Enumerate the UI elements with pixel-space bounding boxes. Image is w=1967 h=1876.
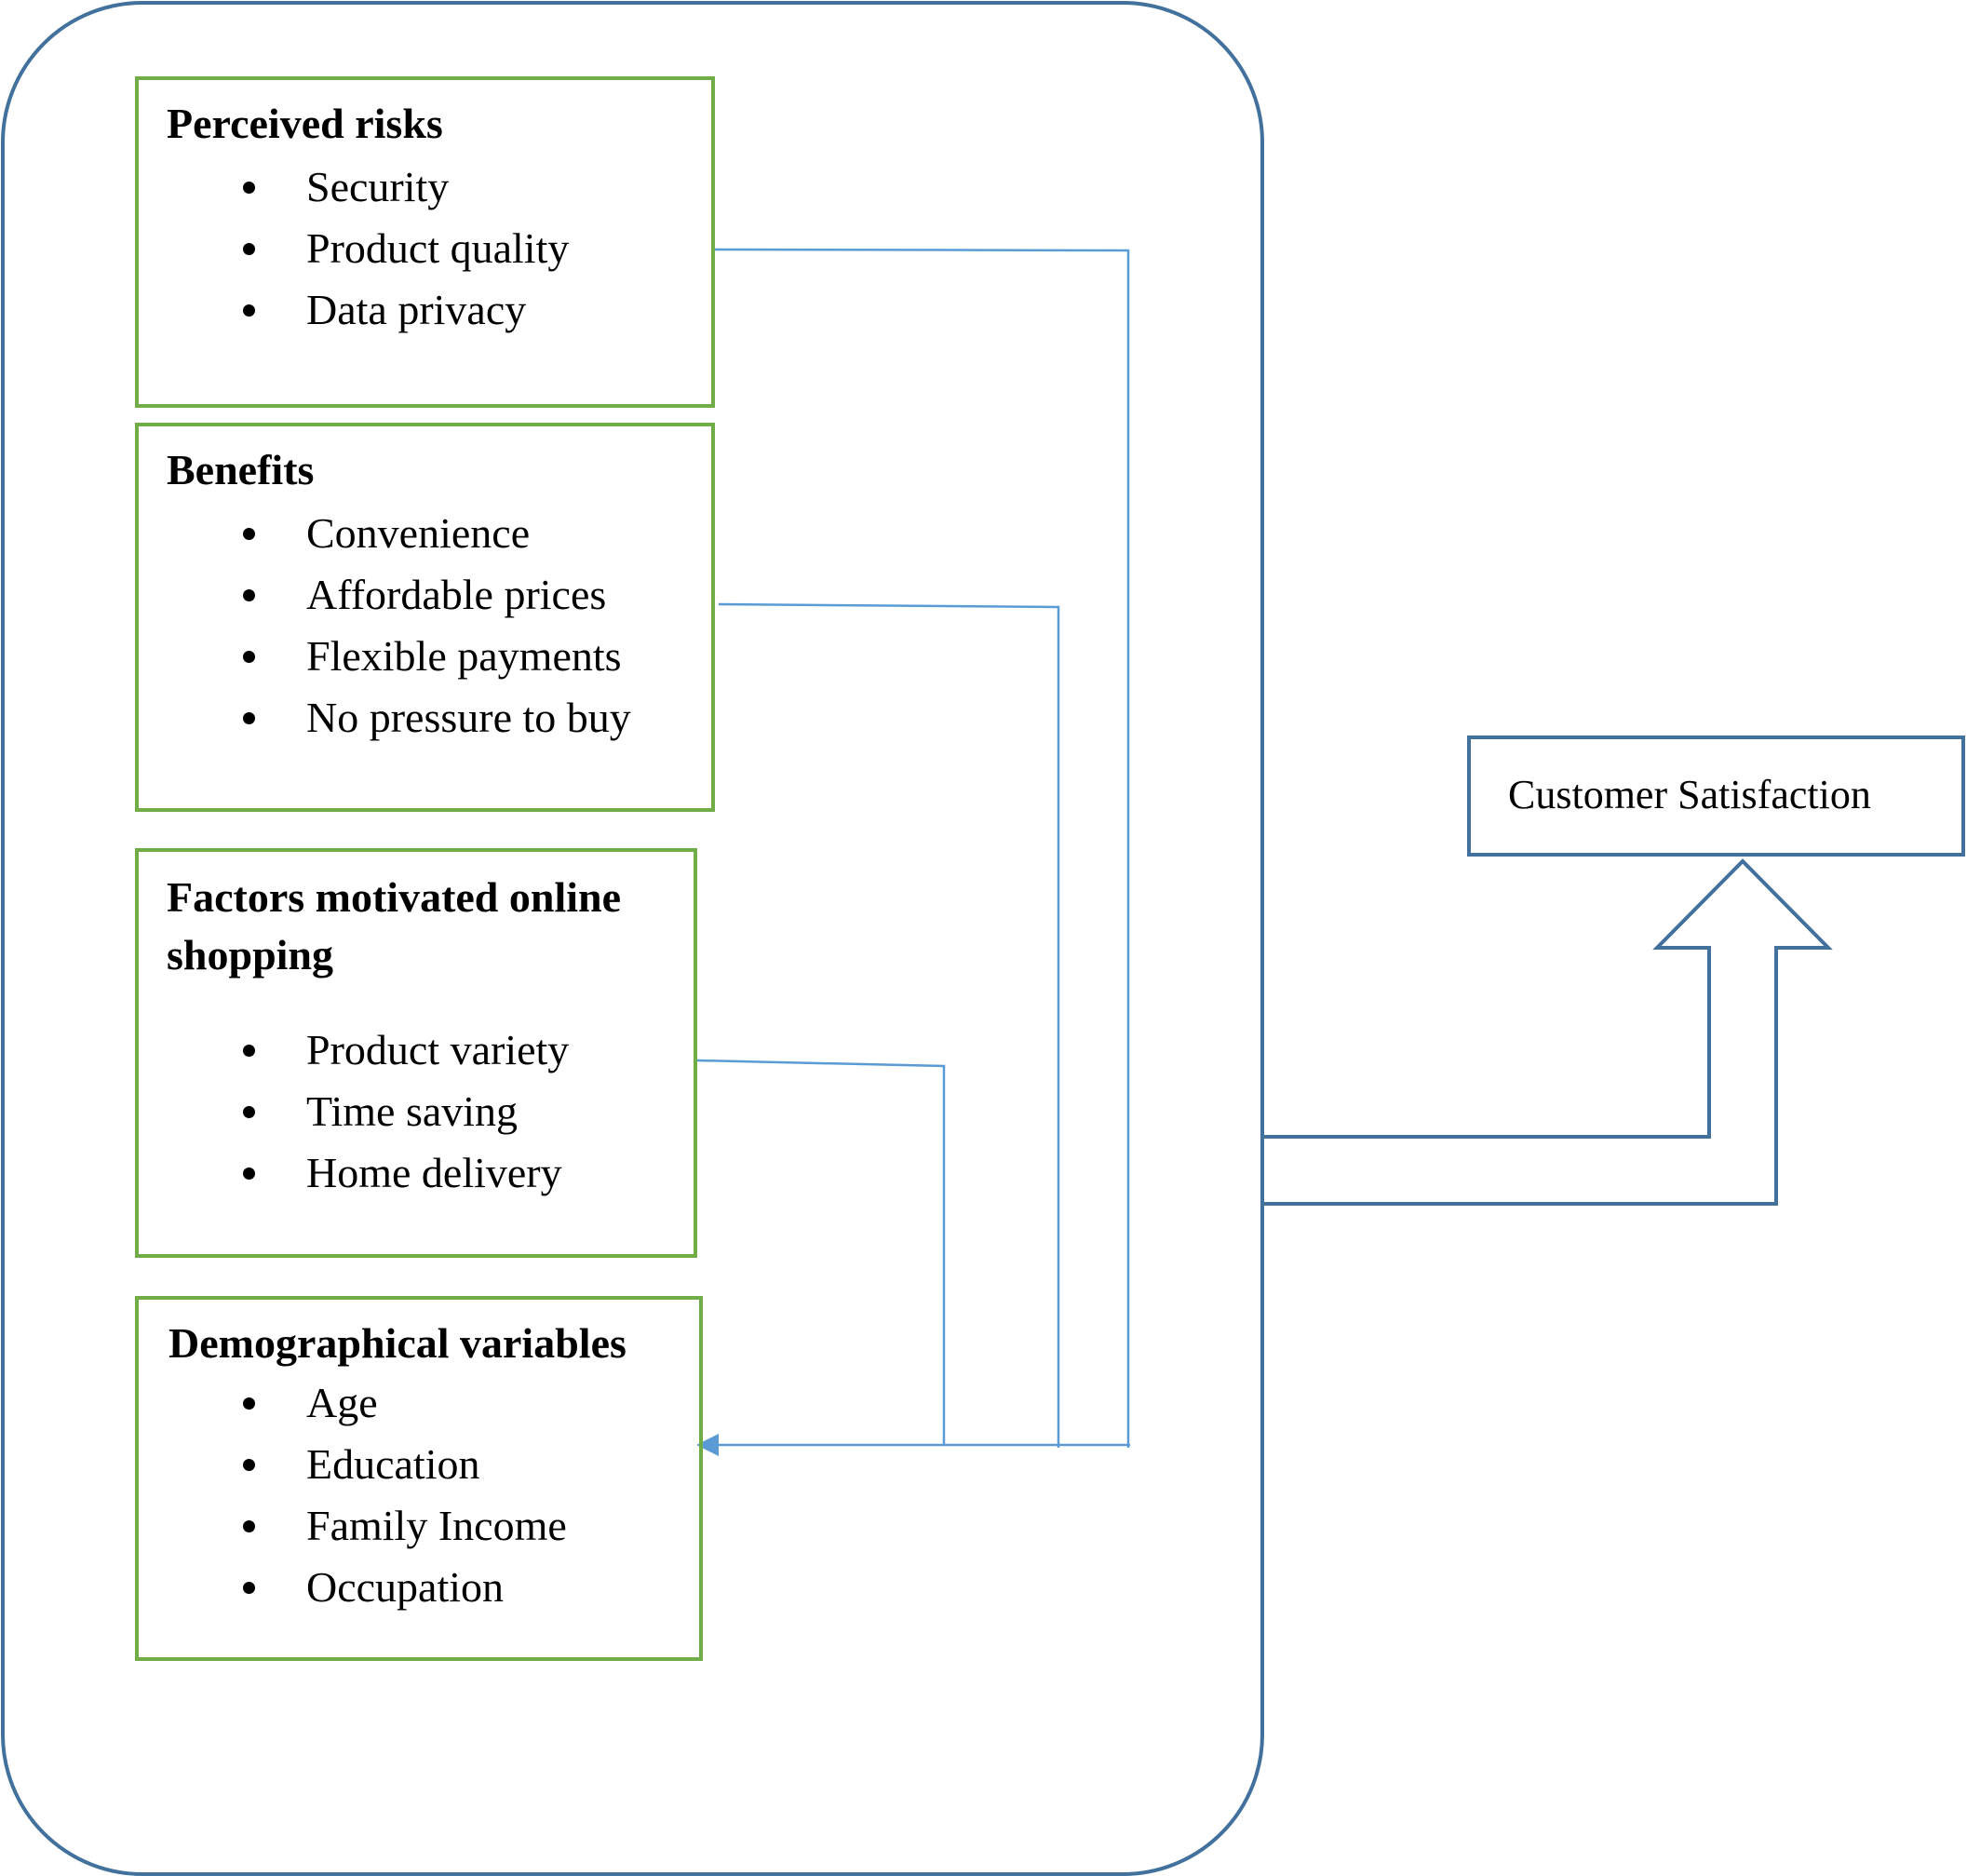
bullet-icon (243, 1106, 255, 1118)
demographical-variables-box: Demographical variables Age Education Fa… (135, 1296, 703, 1661)
demographical-variables-title: Demographical variables (168, 1319, 626, 1367)
list-item-label: Security (306, 163, 450, 210)
list-item-label: Affordable prices (306, 571, 607, 618)
connector-factors (696, 1059, 946, 1445)
list-item-label: Time saving (306, 1087, 519, 1135)
list-item-product-quality: Product quality (139, 218, 569, 279)
list-item-affordable-prices: Affordable prices (139, 564, 631, 626)
bullet-icon (243, 712, 255, 724)
bullet-icon (243, 304, 255, 317)
outer-container (1, 1, 1264, 1876)
benefits-list: Convenience Affordable prices Flexible p… (139, 503, 631, 749)
bullet-icon (243, 1167, 255, 1180)
big-arrow-to-customer-satisfaction (1260, 858, 1833, 1206)
connector-perceived-risks (714, 248, 1130, 1448)
bullet-icon (243, 1397, 255, 1410)
list-item-no-pressure: No pressure to buy (139, 687, 631, 749)
customer-satisfaction-label: Customer Satisfaction (1508, 772, 1871, 817)
arrowhead-to-demographics (696, 1434, 719, 1456)
bullet-icon (243, 1582, 255, 1594)
list-item-label: Flexible payments (306, 632, 622, 680)
bullet-icon (243, 1520, 255, 1532)
list-item-label: Product variety (306, 1026, 570, 1073)
list-item-label: Age (306, 1379, 378, 1426)
bullet-icon (243, 243, 255, 255)
bullet-icon (243, 1045, 255, 1057)
connector-benefits (718, 602, 1060, 1448)
list-item-label: Family Income (306, 1502, 567, 1549)
list-item-label: Occupation (306, 1563, 505, 1611)
list-item-label: Product quality (306, 224, 570, 272)
list-item-data-privacy: Data privacy (139, 279, 569, 341)
perceived-risks-title: Perceived risks (167, 100, 443, 147)
motivating-factors-box: Factors motivated online shopping Produc… (135, 848, 697, 1258)
bullet-icon (243, 528, 255, 540)
list-item-label: Education (306, 1440, 480, 1488)
list-item-family-income: Family Income (139, 1495, 567, 1557)
list-item-time-saving: Time saving (139, 1081, 569, 1142)
demographical-variables-list: Age Education Family Income Occupation (139, 1372, 567, 1618)
list-item-flexible-payments: Flexible payments (139, 626, 631, 687)
list-item-occupation: Occupation (139, 1557, 567, 1618)
bullet-icon (243, 1459, 255, 1471)
bullet-icon (243, 651, 255, 663)
perceived-risks-box: Perceived risks Security Product quality… (135, 76, 715, 408)
motivating-factors-title: Factors motivated online shopping (167, 873, 622, 978)
customer-satisfaction-box: Customer Satisfaction (1467, 736, 1965, 857)
list-item-product-variety: Product variety (139, 1019, 569, 1081)
benefits-box: Benefits Convenience Affordable prices F… (135, 423, 715, 812)
motivating-factors-list: Product variety Time saving Home deliver… (139, 1019, 569, 1204)
list-item-age: Age (139, 1372, 567, 1434)
list-item-label: No pressure to buy (306, 694, 631, 741)
list-item-convenience: Convenience (139, 503, 631, 564)
list-item-label: Convenience (306, 509, 531, 557)
bullet-icon (243, 589, 255, 601)
list-item-home-delivery: Home delivery (139, 1142, 569, 1204)
list-item-security: Security (139, 156, 569, 218)
perceived-risks-list: Security Product quality Data privacy (139, 156, 569, 341)
bullet-icon (243, 182, 255, 194)
list-item-label: Data privacy (306, 286, 527, 333)
benefits-title: Benefits (167, 446, 315, 493)
list-item-education: Education (139, 1434, 567, 1495)
list-item-label: Home delivery (306, 1149, 562, 1196)
